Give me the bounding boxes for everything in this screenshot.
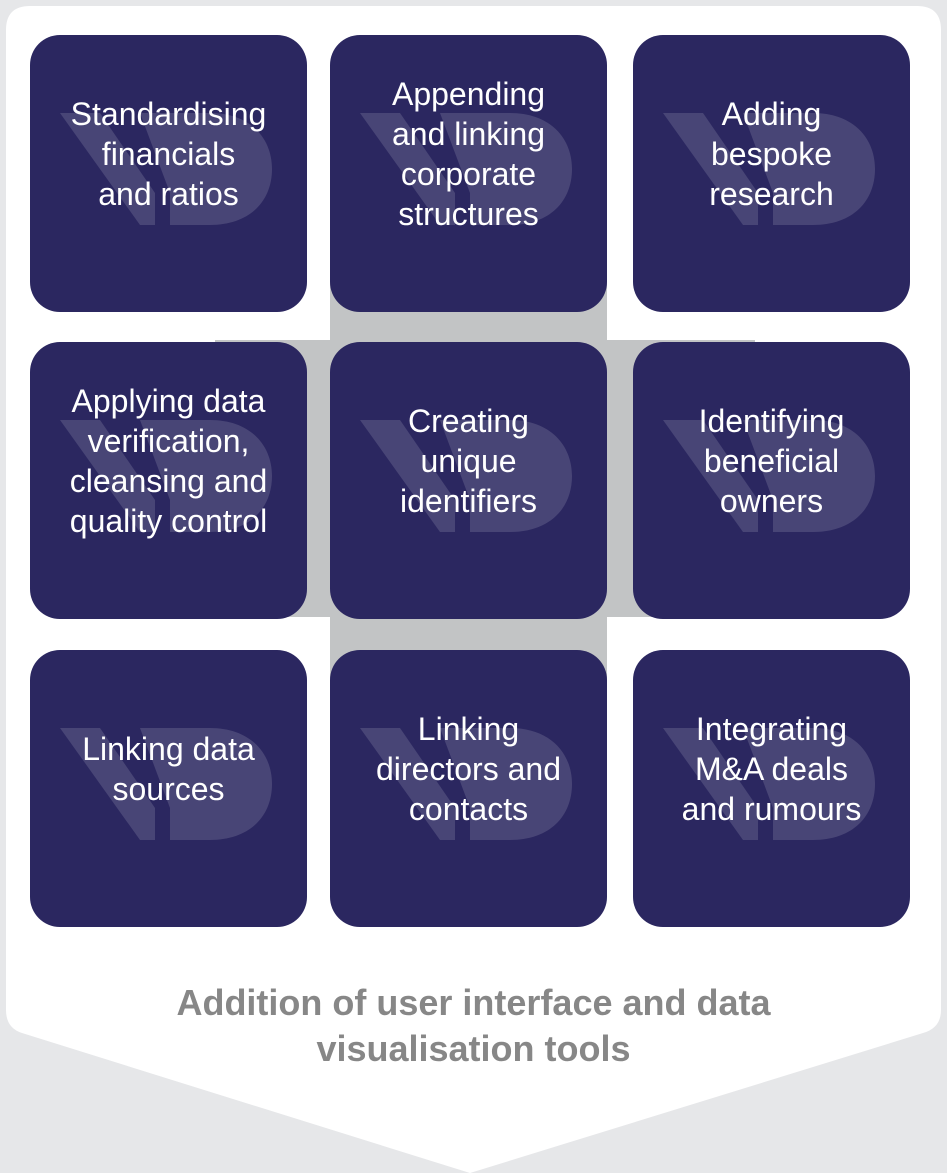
diagram-caption: Addition of user interface and data visu…	[176, 982, 771, 1069]
tile-adding-bespoke-research: Adding bespoke research	[633, 35, 910, 312]
vd-watermark-icon	[60, 420, 272, 532]
vd-watermark-icon	[663, 420, 875, 532]
tile-linking-data-sources: Linking data sources	[30, 650, 307, 927]
tile-label: Adding bespoke research	[709, 95, 834, 212]
tile-label: Appending and linking corporate structur…	[391, 75, 546, 232]
tile-label: Applying data verification, cleansing an…	[69, 382, 268, 539]
vd-watermark-icon	[60, 728, 272, 840]
tile-appending-corporate-structures: Appending and linking corporate structur…	[330, 35, 607, 312]
vd-watermark-icon	[360, 728, 572, 840]
tile-applying-data-verification: Applying data verification, cleansing an…	[30, 342, 307, 619]
tile-linking-directors-contacts: Linking directors and contacts	[330, 650, 607, 927]
tile-integrating-ma-deals: Integrating M&A deals and rumours	[633, 650, 910, 927]
vd-watermark-icon	[360, 113, 572, 225]
tile-label: Standardising financials and ratios	[70, 95, 267, 212]
vd-watermark-icon	[663, 728, 875, 840]
tile-label: Linking directors and contacts	[376, 710, 561, 827]
tile-label: Integrating M&A deals and rumours	[681, 710, 862, 827]
tile-creating-unique-identifiers: Creating unique identifiers	[330, 342, 607, 619]
vd-watermark-icon	[60, 113, 272, 225]
tile-label: Creating unique identifiers	[400, 402, 537, 519]
tile-identifying-beneficial-owners: Identifying beneficial owners	[633, 342, 910, 619]
vd-watermark-icon	[360, 420, 572, 532]
tile-label: Identifying beneficial owners	[698, 402, 845, 519]
tile-label: Linking data sources	[82, 730, 255, 807]
tile-standardising-financials: Standardising financials and ratios	[30, 35, 307, 312]
vd-watermark-icon	[663, 113, 875, 225]
